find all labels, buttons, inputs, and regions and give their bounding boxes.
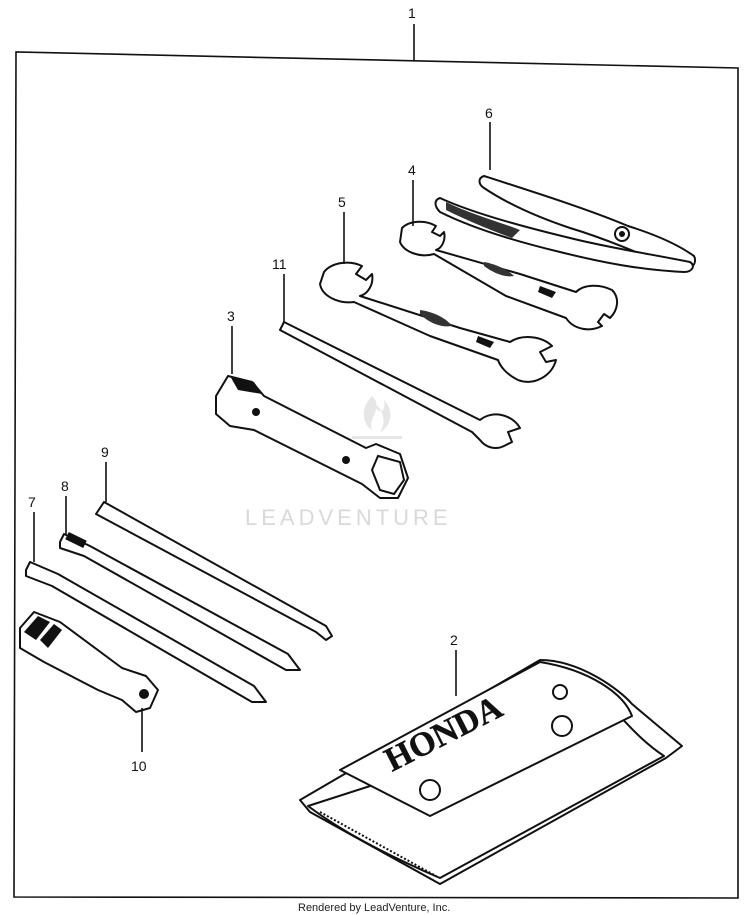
screwdriver-8 xyxy=(59,532,301,671)
callout-10: 10 xyxy=(131,758,147,774)
callout-6: 6 xyxy=(485,105,493,121)
screwdriver-9 xyxy=(95,501,333,641)
socket-wrench xyxy=(215,375,409,499)
kit-frame xyxy=(13,51,739,899)
pliers xyxy=(434,175,696,273)
wrench-large xyxy=(319,261,557,383)
callout-8: 8 xyxy=(61,478,69,494)
tool-pouch: HONDA xyxy=(299,659,683,885)
watermark-logo-icon xyxy=(352,396,402,439)
watermark-text: LEADVENTURE xyxy=(245,505,452,530)
callout-7: 7 xyxy=(28,494,36,510)
screwdriver-handle xyxy=(19,611,159,713)
callout-3: 3 xyxy=(227,308,235,324)
footer-credit: Rendered by LeadVenture, Inc. xyxy=(298,902,450,914)
bar xyxy=(279,321,521,449)
callout-1: 1 xyxy=(408,5,416,21)
callout-9: 9 xyxy=(101,444,109,460)
wrench-small xyxy=(399,220,618,331)
callout-11: 11 xyxy=(272,256,287,272)
callout-2: 2 xyxy=(450,632,458,648)
callout-4: 4 xyxy=(408,162,416,178)
callout-5: 5 xyxy=(338,194,346,210)
screwdriver-7 xyxy=(25,561,267,703)
